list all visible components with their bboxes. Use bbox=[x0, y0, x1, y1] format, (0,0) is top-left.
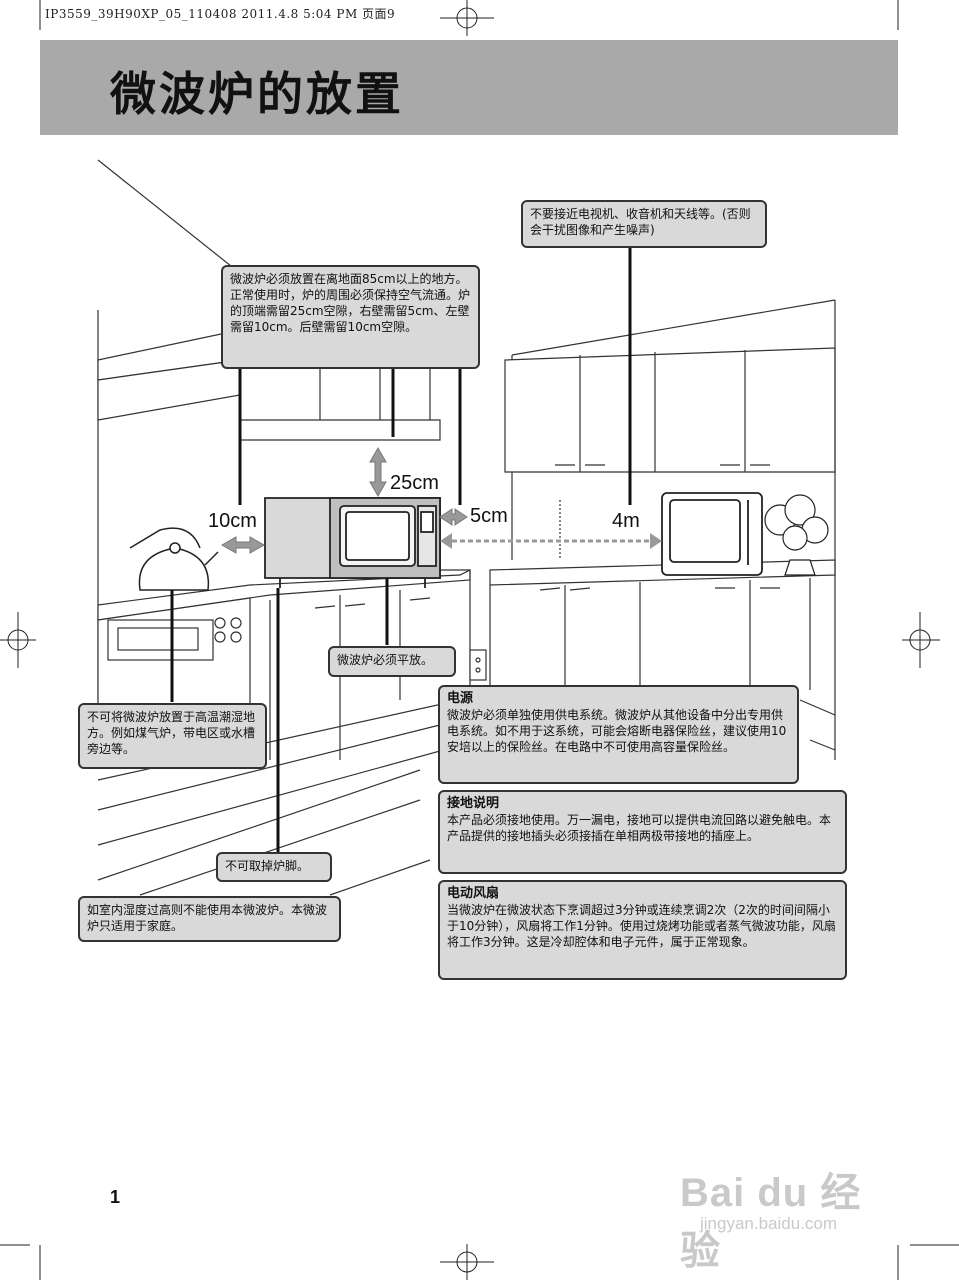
print-header: IP3559_39H90XP_05_110408 2011.4.8 5:04 P… bbox=[45, 7, 396, 21]
callout-power: 电源 微波炉必须单独使用供电系统。微波炉从其他设备中分出专用供电系统。如不用于这… bbox=[438, 685, 799, 784]
callout-clearance: 微波炉必须放置在离地面85cm以上的地方。正常使用时，炉的周围必须保持空气流通。… bbox=[221, 265, 480, 369]
callout-level: 微波炉必须平放。 bbox=[328, 646, 456, 677]
callout-clearance-text: 微波炉必须放置在离地面85cm以上的地方。正常使用时，炉的周围必须保持空气流通。… bbox=[230, 272, 471, 334]
page-title: 微波炉的放置 bbox=[110, 67, 404, 121]
page-number: 1 bbox=[110, 1187, 121, 1207]
plant-drawing bbox=[764, 494, 829, 576]
callout-power-text: 微波炉必须单独使用供电系统。微波炉从其他设备中分出专用供电系统。如不用于这系统，… bbox=[447, 708, 787, 754]
dimension-left-label: 10cm bbox=[208, 510, 257, 532]
callout-feet-text: 不可取掉炉脚。 bbox=[225, 859, 310, 873]
dimension-right-label: 5cm bbox=[470, 505, 508, 527]
callout-fan-text: 当微波炉在微波状态下烹调超过3分钟或连续烹调2次（2次的时间间隔小于10分钟），… bbox=[447, 903, 836, 949]
callout-level-text: 微波炉必须平放。 bbox=[337, 653, 434, 667]
callout-ground: 接地说明 本产品必须接地使用。万一漏电，接地可以提供电流回路以避免触电。本产品提… bbox=[438, 790, 847, 874]
callout-household-text: 如室内湿度过高则不能使用本微波炉。本微波炉只适用于家庭。 bbox=[87, 903, 328, 933]
callout-fan: 电动风扇 当微波炉在微波状态下烹调超过3分钟或连续烹调2次（2次的时间间隔小于1… bbox=[438, 880, 847, 980]
callout-feet: 不可取掉炉脚。 bbox=[216, 852, 332, 882]
callout-fan-heading: 电动风扇 bbox=[447, 886, 500, 901]
title-band: 微波炉的放置 bbox=[40, 40, 898, 135]
kettle bbox=[129, 527, 219, 591]
tv-drawing bbox=[661, 492, 763, 576]
callout-ground-text: 本产品必须接地使用。万一漏电，接地可以提供电流回路以避免触电。本产品提供的接地插… bbox=[447, 813, 832, 843]
dimension-top-label: 25cm bbox=[390, 472, 439, 494]
dimension-tv-label: 4m bbox=[612, 510, 640, 532]
callout-humidity-text: 不可将微波炉放置于高温潮湿地方。例如煤气炉，带电区或水槽旁边等。 bbox=[87, 710, 256, 756]
callout-tv-distance-text: 不要接近电视机、收音机和天线等。(否则会干扰图像和产生噪声) bbox=[530, 207, 751, 237]
callout-ground-heading: 接地说明 bbox=[447, 796, 500, 811]
watermark-brand: Bai du 经验 bbox=[680, 1171, 862, 1273]
callout-humidity: 不可将微波炉放置于高温潮湿地方。例如煤气炉，带电区或水槽旁边等。 bbox=[78, 703, 267, 769]
microwave-drawing bbox=[264, 497, 441, 588]
callout-household: 如室内湿度过高则不能使用本微波炉。本微波炉只适用于家庭。 bbox=[78, 896, 341, 942]
watermark-url: jingyan.baidu.com bbox=[700, 1214, 838, 1233]
baidu-watermark: Bai du 经验 jingyan.baidu.com bbox=[680, 1160, 900, 1273]
callout-tv-distance: 不要接近电视机、收音机和天线等。(否则会干扰图像和产生噪声) bbox=[521, 200, 767, 248]
callout-power-heading: 电源 bbox=[447, 691, 474, 706]
